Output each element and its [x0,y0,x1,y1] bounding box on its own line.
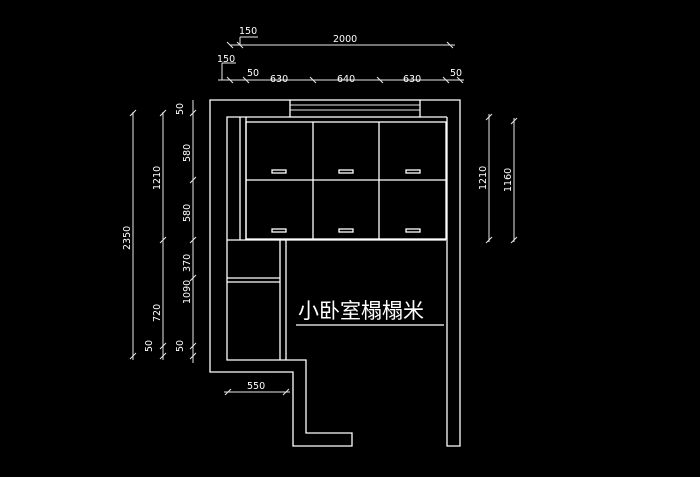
dim-tick [159,236,167,244]
dim-tick [189,342,197,350]
dim-label: 580 [182,144,193,162]
left-outer-dimensions: 2350 1210 720 50 [122,109,167,360]
dim-label: 370 [182,254,193,272]
dim-label: 2350 [122,226,133,250]
left-inner-dimensions: 50 580 580 370 1090 50 [175,100,197,363]
dim-tick [442,76,450,84]
room-title: 小卧室榻榻米 [296,299,444,326]
dim-tick [282,388,290,396]
inner-wall-left [226,116,290,361]
dim-label: 550 [247,381,265,392]
drawer-handle [338,228,354,233]
dim-label: 640 [337,74,355,85]
room-walls [209,99,461,447]
dim-label: 150 [239,26,257,37]
drawer-handle [271,169,287,174]
dim-label: 630 [270,74,288,85]
right-dimensions: 1210 1160 [478,113,518,244]
top-dimensions: 150 2000 150 50 630 640 630 50 [217,26,464,85]
drawer-handle [405,228,421,233]
dim-label: 630 [403,74,421,85]
wall-cabinet [227,117,447,241]
dim-tick [485,113,493,121]
dim-label: 150 [217,54,235,65]
side-cabinet [227,240,287,360]
dim-tick [456,76,464,84]
dim-label: 1160 [503,168,514,192]
dim-tick [159,342,167,350]
outer-wall [209,99,353,447]
dim-tick [242,76,250,84]
dim-tick [226,41,234,49]
drawer-handle [271,228,287,233]
dim-label: 50 [144,340,155,352]
dim-tick [129,109,137,117]
dim-tick [189,274,197,282]
dim-label: 50 [450,68,462,79]
drawer-handle [405,169,421,174]
dim-tick [189,109,197,117]
dim-label: 580 [182,204,193,222]
dim-tick [159,109,167,117]
dim-label: 2000 [333,34,357,45]
bottom-dimensions: 550 [224,381,290,396]
dim-label: 1210 [478,166,489,190]
dim-tick [510,236,518,244]
dim-label: 720 [152,304,163,322]
dim-tick [446,41,454,49]
dim-tick [376,76,384,84]
dim-tick [309,76,317,84]
dim-tick [226,76,234,84]
dim-tick [159,352,167,360]
dim-label: 50 [175,103,186,115]
dim-tick [189,352,197,360]
dim-tick [485,236,493,244]
dim-label: 50 [175,340,186,352]
dim-label: 50 [247,68,259,79]
dim-tick [189,176,197,184]
drawer-handle [338,169,354,174]
dim-tick [510,117,518,125]
dim-label: 1090 [182,280,193,304]
outer-wall-right [420,99,461,447]
window [289,99,421,118]
dim-tick [129,352,137,360]
dim-tick [189,236,197,244]
drawing-title: 小卧室榻榻米 [298,299,424,323]
dim-tick [224,388,232,396]
dim-label: 1210 [152,166,163,190]
